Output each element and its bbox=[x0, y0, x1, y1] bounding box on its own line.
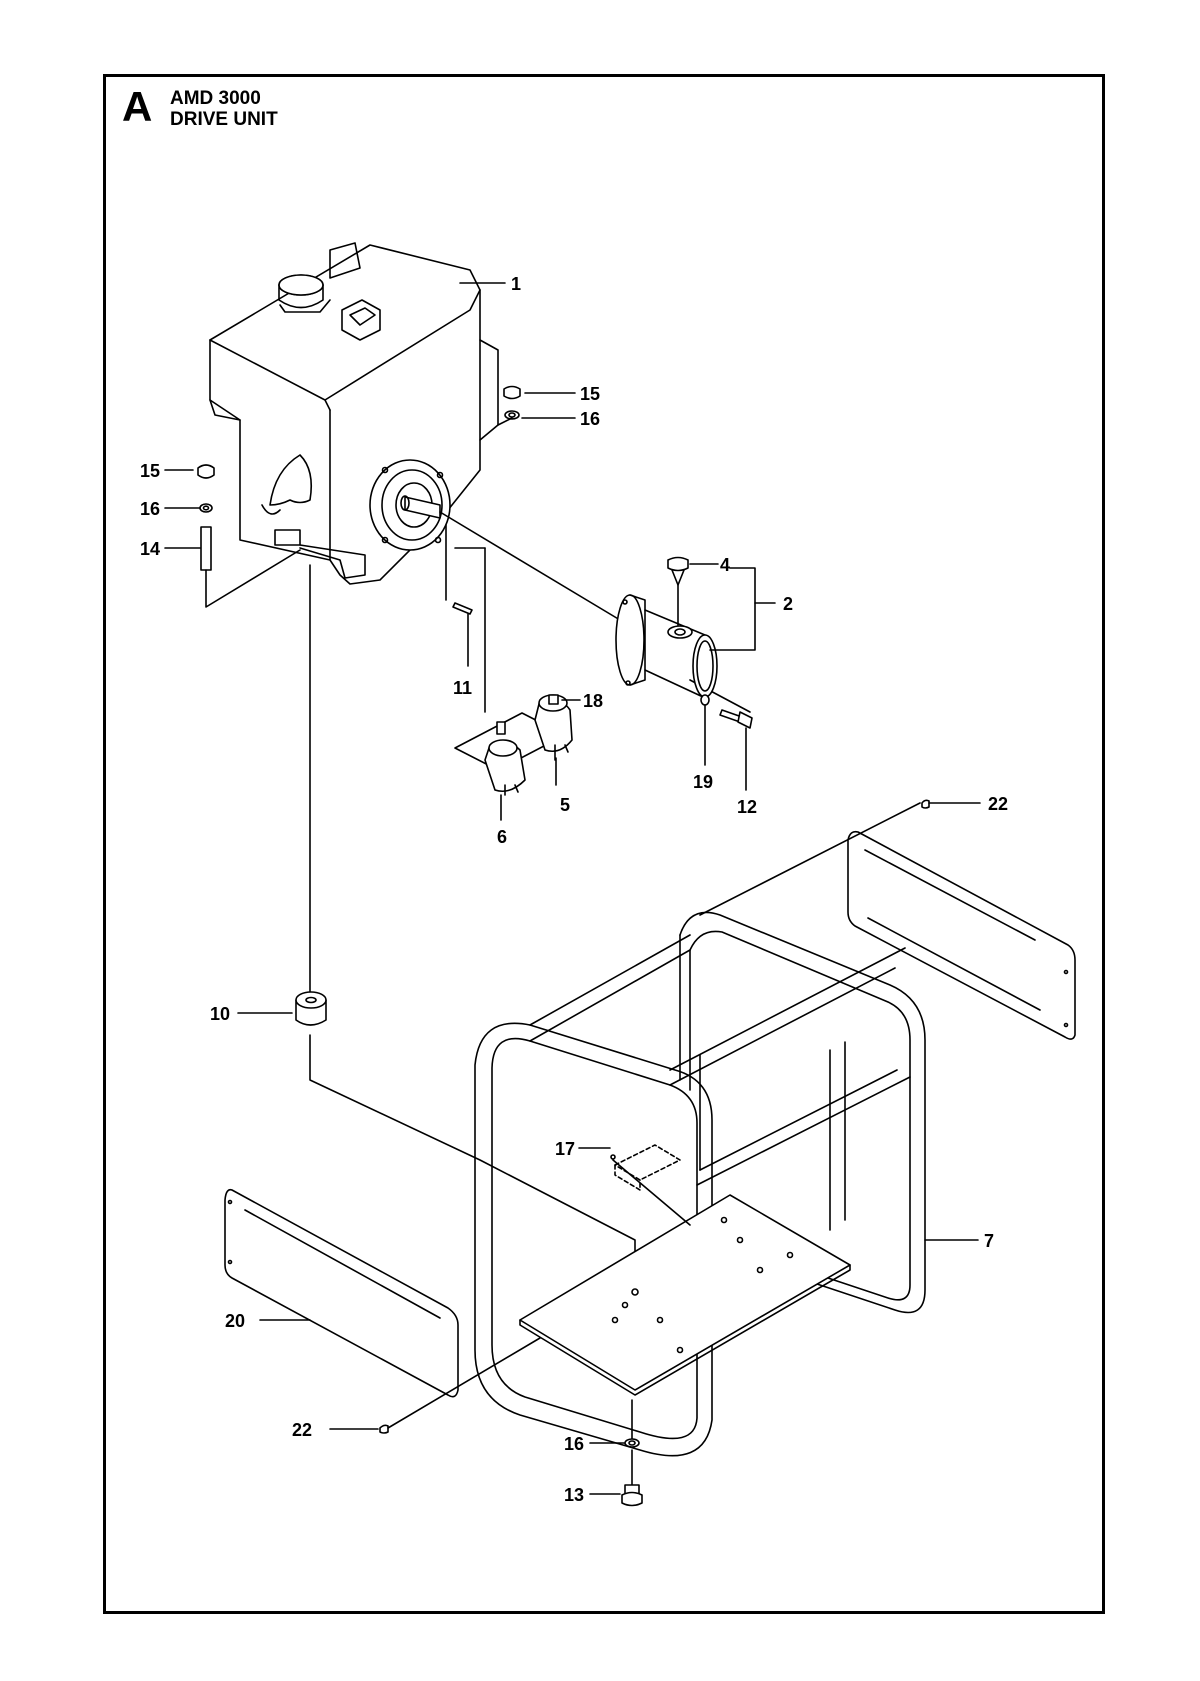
callout-labels: 1 15 16 15 16 14 4 2 11 18 19 12 5 6 22 … bbox=[140, 274, 1008, 1505]
callout-7: 7 bbox=[984, 1231, 994, 1251]
callout-22: 22 bbox=[988, 794, 1008, 814]
callout-16: 16 bbox=[564, 1434, 584, 1454]
callout-18: 18 bbox=[583, 691, 603, 711]
assembly-title: DRIVE UNIT bbox=[170, 109, 278, 130]
callout-10: 10 bbox=[210, 1004, 230, 1024]
callout-6: 6 bbox=[497, 827, 507, 847]
callout-15: 15 bbox=[580, 384, 600, 404]
section-letter: A bbox=[122, 83, 153, 130]
diagram-frame bbox=[103, 74, 1105, 1614]
damper-part bbox=[295, 991, 327, 1026]
callout-16: 16 bbox=[140, 499, 160, 519]
callout-4: 4 bbox=[720, 555, 730, 575]
callout-15: 15 bbox=[140, 461, 160, 481]
left-side-panel bbox=[224, 1188, 459, 1398]
callout-13: 13 bbox=[564, 1485, 584, 1505]
tube-adapter-part bbox=[615, 556, 718, 698]
callout-1: 1 bbox=[511, 274, 521, 294]
callout-5: 5 bbox=[560, 795, 570, 815]
engine-part bbox=[209, 242, 499, 585]
right-side-panel bbox=[847, 830, 1076, 1040]
callout-22: 22 bbox=[292, 1420, 312, 1440]
callout-17: 17 bbox=[555, 1139, 575, 1159]
callout-11: 11 bbox=[453, 678, 472, 698]
callout-16: 16 bbox=[580, 409, 600, 429]
model-title: AMD 3000 bbox=[170, 88, 261, 109]
frame-part bbox=[474, 911, 926, 1457]
callout-12: 12 bbox=[737, 797, 757, 817]
callout-19: 19 bbox=[693, 772, 713, 792]
callout-20: 20 bbox=[225, 1311, 245, 1331]
callout-2: 2 bbox=[783, 594, 793, 614]
coupling-parts bbox=[454, 694, 573, 821]
callout-14: 14 bbox=[140, 539, 160, 559]
